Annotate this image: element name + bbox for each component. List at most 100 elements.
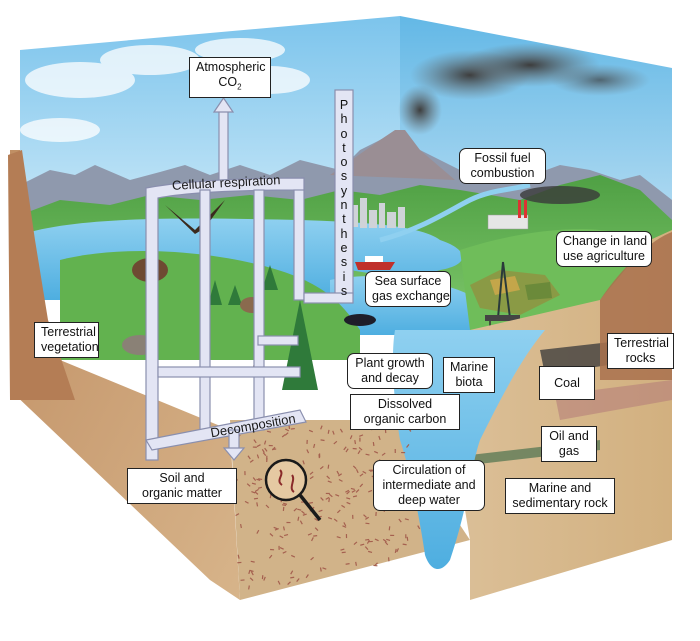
soil-speck (290, 576, 295, 579)
soil-speck (256, 478, 261, 481)
soil-speck (396, 548, 400, 553)
soil-speck (327, 429, 330, 434)
soil-speck (398, 518, 402, 523)
label-line: sedimentary rock (512, 496, 608, 510)
soil-speck (345, 448, 349, 453)
soil-speck (305, 574, 309, 579)
soil-speck (333, 518, 338, 522)
soil-speck (283, 533, 289, 537)
soil-speck (253, 439, 257, 444)
soil-speck (257, 486, 263, 489)
photosynthesis-letter: t (342, 140, 346, 155)
soil-speck (320, 425, 323, 430)
soil-speck (402, 543, 407, 546)
photosynthesis-letter: e (340, 240, 348, 255)
soil-speck (365, 516, 370, 520)
label-line: use agriculture (563, 249, 645, 263)
soil-speck (335, 493, 340, 497)
label-terrestrial-rocks: Terrestrial rocks (607, 333, 674, 369)
label-dissolved-organic-carbon: Dissolved organic carbon (350, 394, 460, 430)
cliff-left (8, 150, 75, 400)
soil-speck (346, 490, 350, 495)
volcano-smoke (398, 43, 650, 135)
soil-speck (360, 543, 365, 546)
soil-speck (279, 535, 284, 539)
photosynthesis-letter: h (340, 112, 348, 127)
soil-speck (258, 478, 263, 481)
label-line: Change in land (563, 234, 648, 248)
label-line: Coal (554, 376, 580, 390)
soil-speck (319, 466, 324, 470)
soil-speck (281, 504, 287, 507)
label-line: Marine (450, 360, 489, 374)
soil-speck (281, 434, 286, 438)
label-sea-surface-gas-exchange: Sea surface gas exchange (365, 271, 451, 307)
soil-speck (290, 427, 295, 430)
label-line: Sea surface (374, 274, 442, 288)
label-line: Oil and (549, 429, 589, 443)
soil-speck (345, 489, 350, 493)
soil-speck (345, 563, 350, 565)
soil-speck (338, 478, 343, 482)
soil-speck (318, 509, 323, 513)
soil-speck (346, 497, 351, 500)
label-oil-and-gas: Oil and gas (541, 426, 597, 462)
photosynthesis-letter: P (339, 98, 349, 112)
photosynthesis-letter: s (340, 255, 348, 270)
soil-speck (352, 465, 357, 470)
soil-speck (252, 477, 257, 481)
soil-speck (273, 526, 278, 530)
flow-arrows (145, 89, 354, 461)
photosynthesis-letter: n (340, 198, 348, 213)
photosynthesis-letter: o (340, 126, 348, 141)
soil-speck (254, 488, 259, 492)
soil-speck (404, 518, 409, 521)
soil-speck (340, 548, 345, 551)
red-layer (555, 380, 672, 420)
ship (355, 256, 395, 270)
soil-speck (282, 550, 287, 554)
soil-speck (332, 430, 335, 435)
soil-speck (362, 470, 367, 474)
soil-speck (301, 510, 305, 515)
soil-speck (328, 493, 333, 498)
soil-speck (256, 502, 259, 507)
soil-speck (240, 523, 242, 529)
label-coal: Coal (539, 366, 595, 400)
label-atmospheric-co2-line1: Atmospheric (196, 60, 266, 74)
soil-speck (309, 471, 314, 475)
label-line: Dissolved (377, 397, 433, 411)
photosynthesis-letter: s (340, 169, 348, 184)
soil-speck (374, 562, 378, 567)
city (350, 198, 405, 228)
soil-speck (319, 567, 322, 572)
label-soil-organic-matter: Soil and organic matter (127, 468, 237, 504)
soil-speck (247, 455, 251, 460)
soil-speck (333, 440, 338, 445)
soil-speck (249, 459, 254, 463)
river (379, 182, 531, 243)
soil-speck (256, 454, 260, 459)
photosynthesis-letter: h (340, 226, 348, 241)
label-line: Marine and (528, 481, 592, 495)
soil-speck (313, 443, 316, 448)
soil-speck (235, 513, 240, 517)
soil-speck (327, 464, 330, 469)
soil-speck (283, 502, 288, 505)
soil-specks (233, 424, 426, 590)
soil-speck (290, 570, 294, 575)
soil-speck (268, 554, 273, 559)
soil-speck (250, 571, 254, 576)
soil-speck (277, 580, 281, 585)
label-line: Terrestrial (614, 336, 669, 350)
soil-speck (365, 538, 370, 541)
soil-speck (354, 440, 357, 445)
soil-speck (237, 554, 240, 559)
soil-speck (293, 507, 298, 512)
label-line: biota (455, 375, 483, 389)
soil-speck (249, 577, 254, 581)
soil-speck (297, 516, 300, 521)
soil-speck (341, 504, 346, 509)
